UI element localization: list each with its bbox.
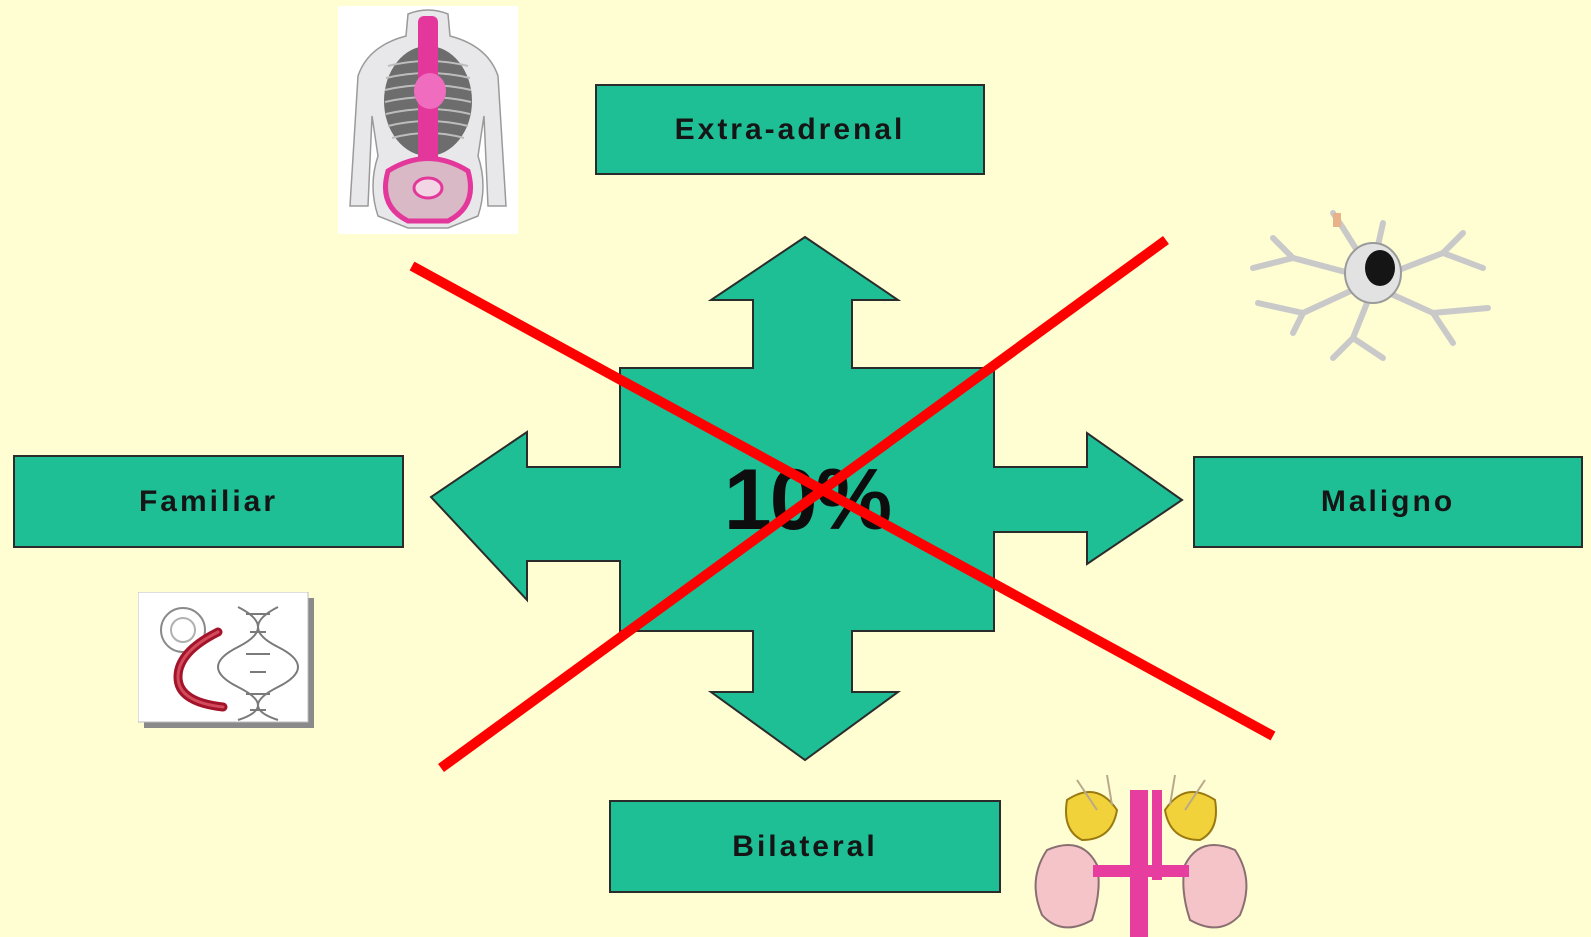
- cross-line-descending: [412, 266, 1273, 736]
- cross-line-ascending: [441, 240, 1166, 768]
